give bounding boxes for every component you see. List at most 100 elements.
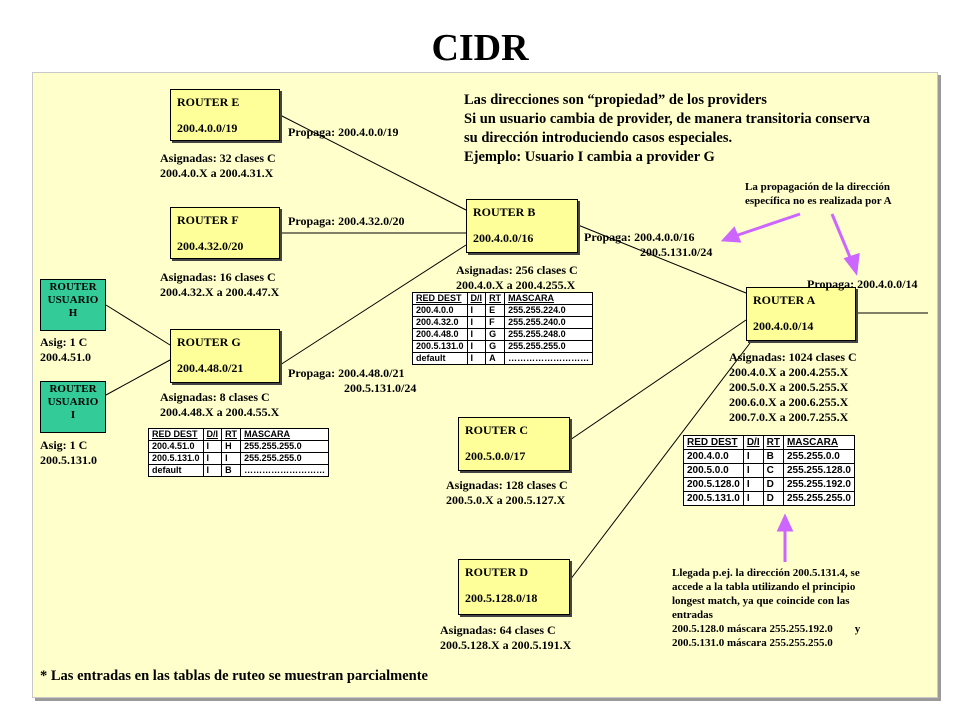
asignadas-h-line2: 200.4.51.0 xyxy=(40,350,91,364)
link-h-g xyxy=(105,304,171,346)
propaga-g-label: Propaga: 200.4.48.0/21 200.5.131.0/24 xyxy=(288,366,416,396)
asignadas-b-line1: Asignadas: 256 clases C xyxy=(456,263,578,277)
table-cell: 200.4.51.0 xyxy=(148,440,204,453)
table-g-header-di: D/I xyxy=(202,428,223,441)
router-d-name: ROUTER D xyxy=(465,565,529,579)
note-propagation-line2: específica no es realizada por A xyxy=(745,195,892,207)
router-i-line2: USUARIO xyxy=(47,396,99,408)
note-longest-line3: longest match, ya que coincide con las xyxy=(672,595,850,607)
router-e-name: ROUTER E xyxy=(177,95,240,109)
router-h-line1: ROUTER xyxy=(49,281,97,293)
asignadas-b-line2: 200.4.0.X a 200.4.255.X xyxy=(456,278,576,292)
table-cell: B xyxy=(762,449,784,464)
asignadas-g: Asignadas: 8 clases C 200.4.48.X a 200.4… xyxy=(160,390,279,420)
table-cell: 255.255.192.0 xyxy=(782,477,855,492)
asignadas-a-line2: 200.4.0.X a 200.4.255.X xyxy=(729,365,849,379)
asignadas-a-line1: Asignadas: 1024 clases C xyxy=(729,350,857,364)
table-cell: 200.4.48.0 xyxy=(412,328,468,341)
table-cell: E xyxy=(485,304,506,317)
router-e: ROUTER E 200.4.0.0/19 xyxy=(170,89,280,141)
info-line-2: Si un usuario cambia de provider, de man… xyxy=(464,111,871,127)
table-a-header-mascara: MASCARA xyxy=(782,435,855,450)
table-cell: I xyxy=(466,328,487,341)
table-g-header-red: RED DEST xyxy=(148,428,204,441)
table-cell: ……………………… xyxy=(240,464,330,477)
table-cell: I xyxy=(202,452,223,465)
asignadas-f: Asignadas: 16 clases C 200.4.32.X a 200.… xyxy=(160,270,279,300)
asignadas-d-line1: Asignadas: 64 clases C xyxy=(440,623,556,637)
link-e-b xyxy=(279,114,467,211)
asignadas-h: Asig: 1 C 200.4.51.0 xyxy=(40,335,91,365)
propaga-g-line2: 200.5.131.0/24 xyxy=(344,381,417,395)
router-i-line1: ROUTER xyxy=(49,383,97,395)
router-a: ROUTER A 200.4.0.0/14 xyxy=(746,287,856,341)
table-a-header-red: RED DEST xyxy=(683,435,744,450)
table-cell: 255.255.255.0 xyxy=(240,440,330,453)
link-i-g xyxy=(105,359,171,396)
propaga-b-label: Propaga: 200.4.0.0/16 200.5.131.0/24 xyxy=(584,230,712,260)
table-cell: default xyxy=(148,464,204,477)
router-usuario-i: ROUTER USUARIO I xyxy=(40,381,106,433)
table-cell: I xyxy=(466,340,487,353)
table-cell: I xyxy=(202,464,223,477)
propaga-b-line1: Propaga: 200.4.0.0/16 xyxy=(584,230,695,244)
router-a-prefix: 200.4.0.0/14 xyxy=(753,319,814,333)
arrow-left-shaft xyxy=(734,212,801,238)
asignadas-a-line4: 200.6.0.X a 200.6.255.X xyxy=(729,395,849,409)
table-cell: B xyxy=(221,464,242,477)
table-cell: G xyxy=(485,328,506,341)
router-c-name: ROUTER C xyxy=(465,423,529,437)
router-e-prefix: 200.4.0.0/19 xyxy=(177,121,238,135)
table-cell: 255.255.240.0 xyxy=(504,316,594,329)
table-cell: 255.255.255.0 xyxy=(240,452,330,465)
router-h-line2: USUARIO xyxy=(47,294,99,306)
table-cell: I xyxy=(202,440,223,453)
note-longest-line6: 200.5.131.0 máscara 255.255.255.0 xyxy=(672,637,833,649)
table-cell: G xyxy=(485,340,506,353)
router-a-name: ROUTER A xyxy=(753,293,816,307)
link-g-b xyxy=(279,244,467,366)
table-cell: I xyxy=(466,304,487,317)
table-cell: I xyxy=(221,452,242,465)
asignadas-c: Asignadas: 128 clases C 200.5.0.X a 200.… xyxy=(446,478,568,508)
router-f: ROUTER F 200.4.32.0/20 xyxy=(170,207,280,259)
table-cell: 255.255.255.0 xyxy=(782,491,855,506)
link-b-a xyxy=(577,224,747,294)
table-cell: default xyxy=(412,352,468,365)
table-cell: 255.255.224.0 xyxy=(504,304,594,317)
asignadas-f-line1: Asignadas: 16 clases C xyxy=(160,270,276,284)
asignadas-i-line2: 200.5.131.0 xyxy=(40,453,97,467)
note-propagation-line1: La propagación de la dirección xyxy=(745,181,891,193)
table-g-header-rt: RT xyxy=(221,428,242,441)
table-cell: I xyxy=(742,463,764,478)
asignadas-g-line2: 200.4.48.X a 200.4.55.X xyxy=(160,405,280,419)
note-longest-line5: 200.5.128.0 máscara 255.255.192.0 y xyxy=(672,623,861,635)
info-text: Las direcciones son “propiedad” de los p… xyxy=(464,91,870,167)
asignadas-d: Asignadas: 64 clases C 200.5.128.X a 200… xyxy=(440,623,571,653)
table-cell: I xyxy=(466,316,487,329)
router-b-prefix: 200.4.0.0/16 xyxy=(473,231,534,245)
router-usuario-h: ROUTER USUARIO H xyxy=(40,279,106,331)
router-c: ROUTER C 200.5.0.0/17 xyxy=(458,417,570,471)
propaga-e-label: Propaga: 200.4.0.0/19 xyxy=(288,125,399,139)
arrow-up-head xyxy=(776,513,794,532)
table-cell: A xyxy=(485,352,506,365)
table-cell: ……………………… xyxy=(504,352,594,365)
slide-title: CIDR xyxy=(431,27,529,69)
note-longest-line2: accede a la tabla utilizando el principi… xyxy=(672,581,856,593)
link-c-a xyxy=(569,319,747,441)
asignadas-b: Asignadas: 256 clases C 200.4.0.X a 200.… xyxy=(456,263,578,293)
table-b-header-di: D/I xyxy=(466,292,487,305)
table-cell: 200.4.0.0 xyxy=(683,449,744,464)
footnote: * Las entradas en las tablas de ruteo se… xyxy=(40,668,428,684)
propaga-b-line2: 200.5.131.0/24 xyxy=(640,245,713,259)
note-propagation: La propagación de la dirección específic… xyxy=(745,180,892,208)
